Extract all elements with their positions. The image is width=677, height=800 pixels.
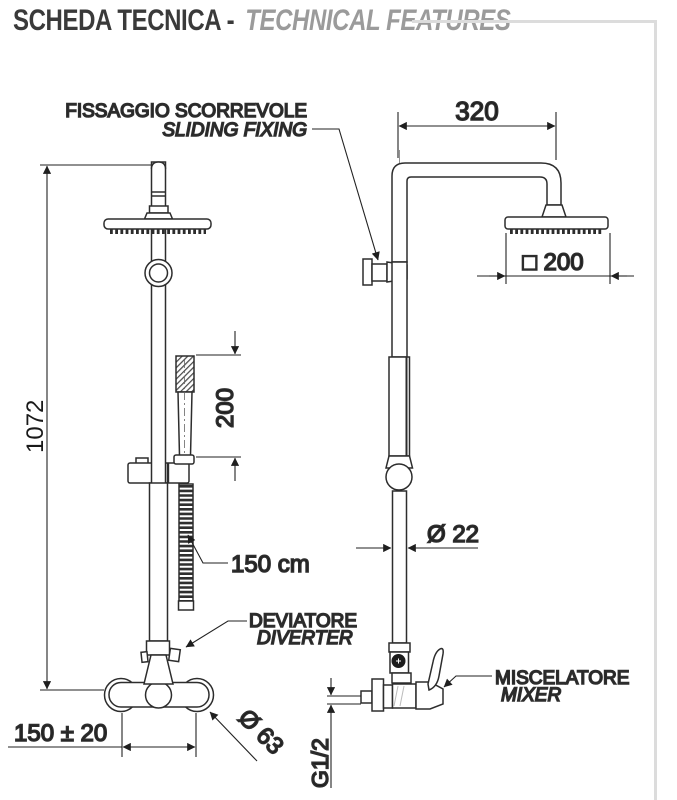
hand-shower bbox=[173, 355, 195, 465]
dimension-handshower-length bbox=[196, 331, 241, 481]
column-pipe-upper bbox=[391, 261, 408, 358]
dimension-column-diameter-value: Ø 22 bbox=[427, 521, 479, 548]
callout-diverter bbox=[185, 620, 247, 648]
diverter-label-it: DEVIATORE bbox=[249, 611, 357, 632]
mixer-label-it: MISCELATORE bbox=[495, 668, 629, 689]
callout-sliding-fixing bbox=[312, 128, 380, 261]
callout-mixer bbox=[443, 675, 492, 688]
dimension-inlet-distance bbox=[8, 713, 197, 757]
side-view-figure: 320 □ 200 bbox=[64, 95, 634, 789]
dimension-connection-thread bbox=[326, 678, 361, 788]
holder-ball-joint bbox=[385, 463, 413, 491]
title-italian: SCHEDA TECNICA - bbox=[13, 4, 235, 37]
diverter-front bbox=[140, 640, 182, 664]
dimension-inlet-distance-value: 150 ± 20 bbox=[14, 720, 107, 747]
dimension-handshower-length-value: 200 bbox=[212, 388, 239, 428]
rain-shower-head-front bbox=[103, 205, 212, 234]
rain-shower-head-side bbox=[504, 204, 609, 234]
column-pipe-lower bbox=[391, 490, 408, 644]
mixer-lever-handle bbox=[427, 647, 444, 692]
mixer-side bbox=[360, 647, 444, 712]
shower-hose bbox=[177, 483, 195, 611]
sliding-ring bbox=[144, 258, 173, 288]
front-view-figure: 1072 bbox=[8, 161, 358, 762]
callout-hose-length bbox=[187, 534, 228, 564]
sliding-fixing-label-it: FISSAGGIO SCORREVOLE bbox=[65, 101, 307, 122]
mixer-label-en: MIXER bbox=[501, 685, 561, 706]
dimension-total-height-value: 1072 bbox=[22, 400, 49, 453]
frame-line-right bbox=[654, 20, 657, 800]
dimension-arm-projection-value: 320 bbox=[455, 96, 498, 126]
mixer-front bbox=[103, 654, 215, 713]
dimension-arm-projection bbox=[397, 112, 557, 160]
shower-arm bbox=[391, 162, 562, 263]
hose-length-label: 150 cm bbox=[231, 551, 310, 578]
diverter-label-en: DIVERTER bbox=[257, 628, 353, 649]
sliding-fixing-label-en: SLIDING FIXING bbox=[162, 120, 307, 141]
dimension-connection-thread-value: G1/2 bbox=[307, 738, 333, 788]
dimension-rosette-diameter-value: Ø 63 bbox=[233, 704, 289, 760]
diverter-side bbox=[388, 642, 412, 684]
frame-line-top bbox=[412, 20, 657, 23]
dimension-total-height bbox=[40, 164, 151, 691]
callout-rosette-diameter bbox=[209, 711, 258, 762]
column-sleeve bbox=[385, 356, 414, 469]
dimension-head-width bbox=[477, 233, 634, 284]
dimension-head-width-value: □ 200 bbox=[522, 249, 583, 276]
